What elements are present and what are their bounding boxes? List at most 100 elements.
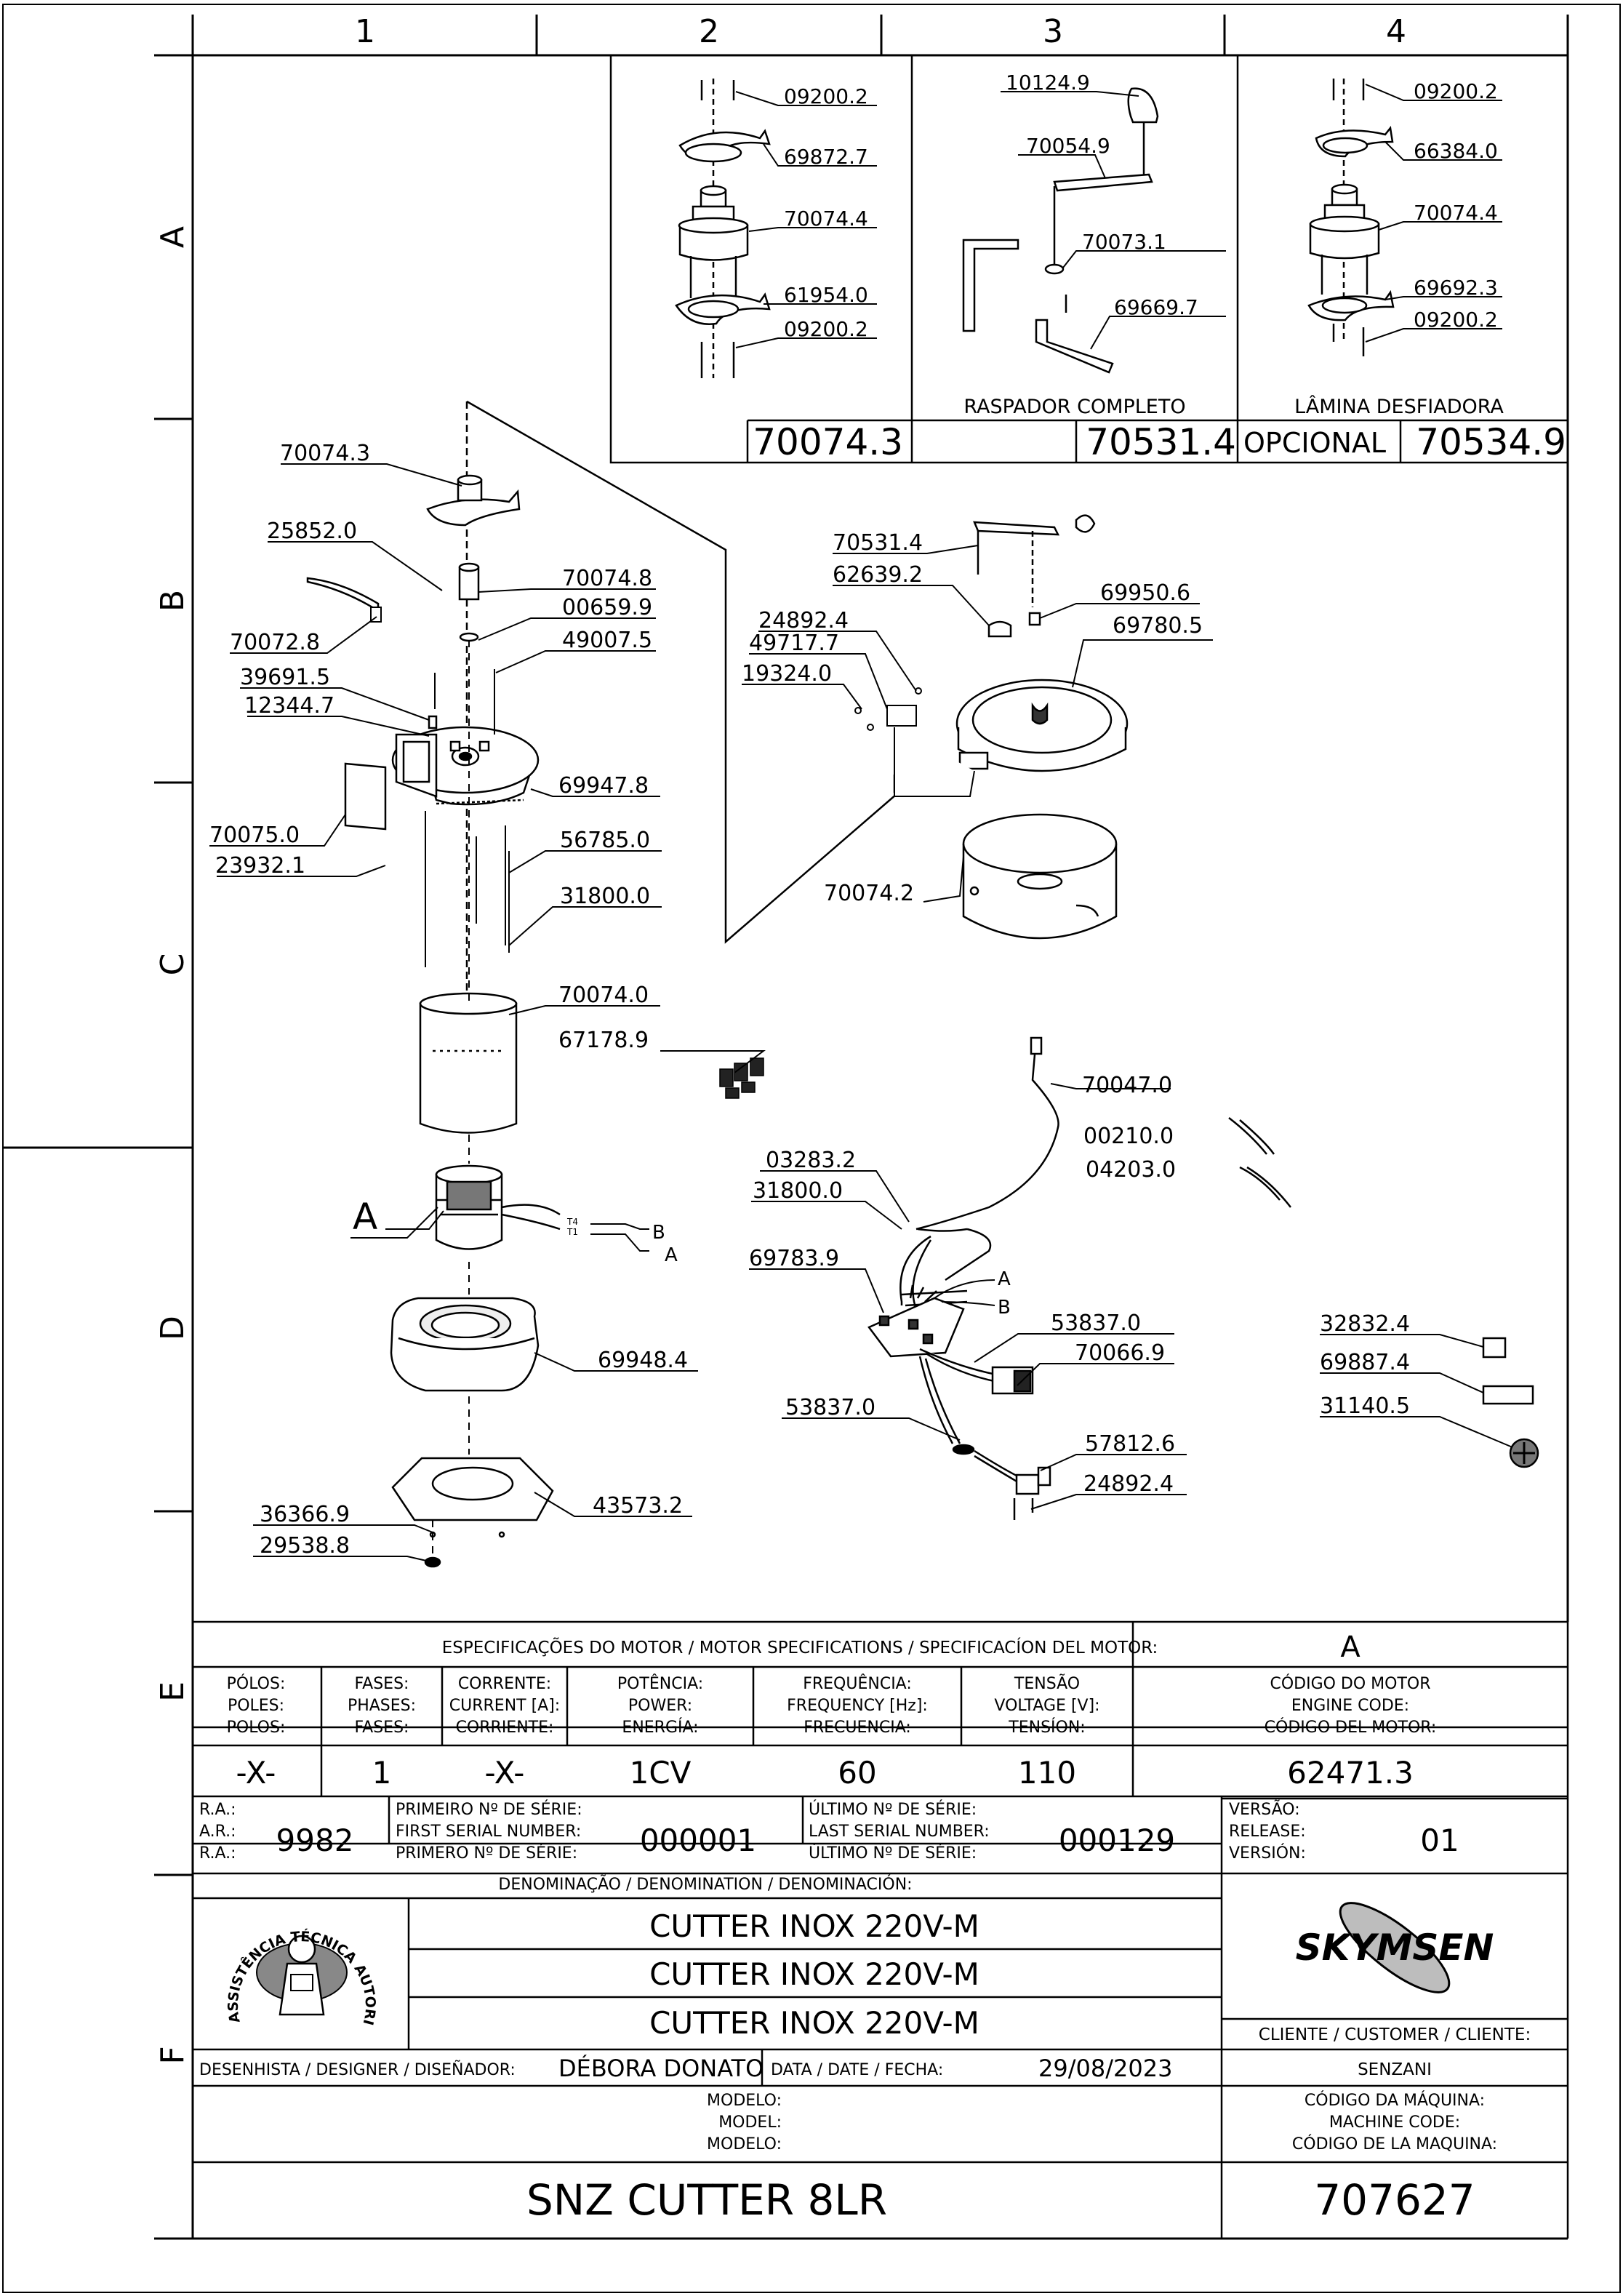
part-label: 69947.8 (558, 773, 649, 799)
kit2-part-labels: 10124.9 70054.9 70073.1 69669.7 (1006, 71, 1198, 319)
kit3-option-label: OPCIONAL (1243, 427, 1386, 459)
part-label: 09200.2 (1414, 308, 1498, 332)
serial-label: VERSIÓN: (1229, 1844, 1306, 1863)
part-label: 10124.9 (1006, 71, 1090, 95)
wire-label-b: B (652, 1222, 665, 1244)
motor-letter: A (1340, 1631, 1360, 1664)
part-label: 53837.0 (1051, 1311, 1141, 1336)
motor-top-plate (391, 715, 540, 806)
part-label: 70074.4 (784, 207, 868, 231)
part-label: 69783.9 (749, 1246, 839, 1271)
grid-row-f: F (154, 2046, 191, 2064)
model-label: MODELO: (707, 2092, 782, 2110)
grid-row-e: E (154, 1681, 191, 1702)
assembly-outline (465, 400, 924, 1004)
motor-housing (419, 992, 518, 1134)
part-label: 62639.2 (833, 562, 923, 588)
part-label: 25852.0 (267, 519, 357, 544)
model-label: MODELO: (707, 2135, 782, 2153)
customer-value: SENZANI (1358, 2060, 1432, 2079)
safety-switch (854, 687, 975, 797)
serial-row-labels: R.A.: A.R.: R.A.: PRIMEIRO Nº DE SÉRIE: … (199, 1799, 1306, 1863)
main-blade (426, 474, 521, 642)
part-label: 00659.9 (562, 595, 652, 620)
part-label: 70531.4 (833, 530, 923, 556)
spec-header: POTÊNCIA: (617, 1674, 703, 1693)
bowl (962, 813, 1118, 940)
part-label: 24892.4 (1083, 1471, 1174, 1497)
part-label: 70047.0 (1082, 1073, 1172, 1098)
grid-row-a: A (154, 226, 191, 248)
kit2-leaders (1001, 91, 1226, 350)
part-label: 69692.3 (1414, 276, 1498, 300)
serial-label: VERSÃO: (1229, 1799, 1300, 1819)
part-label: 53837.0 (785, 1395, 875, 1420)
grid-row-c: C (154, 953, 191, 976)
part-label: 70074.3 (280, 441, 370, 466)
designer-label: DESENHISTA / DESIGNER / DISEÑADOR: (199, 2060, 516, 2079)
wire-label-a: A (665, 1244, 678, 1266)
denomination-line: CUTTER INOX 220V-M (649, 1908, 979, 1944)
grid-col-2: 2 (699, 13, 719, 50)
spec-header: POLOS: (227, 1719, 286, 1737)
serial-value: 01 (1420, 1823, 1459, 1858)
machine-code-label: MACHINE CODE: (1329, 2113, 1460, 2132)
spring-arm-part (306, 577, 380, 616)
shield-plate-part (344, 762, 387, 831)
motor-spec-title: ESPECIFICAÇÕES DO MOTOR / MOTOR SPECIFIC… (442, 1636, 1158, 1657)
serial-label: R.A.: (199, 1801, 236, 1819)
kit1-blade-assembly (675, 79, 771, 378)
machine-code-value: 707627 (1314, 2175, 1475, 2225)
part-label: 70066.9 (1075, 1340, 1165, 1366)
serial-value: 000001 (640, 1823, 756, 1858)
kit2-scraper-assembly (962, 87, 1159, 374)
title-block-lines (193, 1620, 1569, 2239)
wire-label-t4: T4 (566, 1217, 578, 1227)
part-label: 32832.4 (1320, 1311, 1410, 1337)
control-board (867, 1284, 965, 1358)
right-leaders (742, 545, 1513, 1510)
part-label: 70073.1 (1082, 230, 1166, 254)
main-part-labels: 70074.3 25852.0 70074.8 00659.9 49007.5 … (209, 441, 1410, 1559)
serial-row-values: 9982 000001 000129 01 (276, 1823, 1459, 1858)
part-label: 70054.9 (1026, 134, 1110, 158)
part-label: 12344.7 (244, 693, 334, 719)
spec-header: VOLTAGE [V]: (994, 1697, 1099, 1715)
spec-value: 1 (372, 1755, 392, 1791)
serial-label: R.A.: (199, 1844, 236, 1863)
spec-value: 110 (1018, 1755, 1076, 1791)
part-label: 49007.5 (562, 628, 652, 653)
spec-header: TENSÃO (1014, 1673, 1080, 1693)
part-label: 70074.4 (1414, 201, 1498, 225)
part-label: 24892.4 (758, 608, 849, 633)
part-label: 09200.2 (1414, 79, 1498, 103)
spec-header: FRECUENCIA: (804, 1719, 911, 1737)
main-axis-lines (432, 640, 470, 1556)
serial-value: 000129 (1059, 1823, 1175, 1858)
spec-value: 1CV (630, 1755, 692, 1791)
spec-header: ENGINE CODE: (1291, 1697, 1409, 1715)
thermal-switch (1013, 1466, 1051, 1520)
spec-header: CÓDIGO DEL MOTOR: (1265, 1718, 1437, 1737)
kit1-leaders (735, 91, 877, 348)
grid-row-d: D (154, 1316, 191, 1340)
grid-col-3: 3 (1043, 13, 1063, 50)
kit-boxes-frame (609, 54, 1569, 464)
part-label: 04203.0 (1086, 1157, 1176, 1183)
plate-sticker-part (1482, 1385, 1534, 1405)
part-label: 31800.0 (753, 1178, 843, 1204)
part-label: 36366.9 (260, 1502, 350, 1527)
part-label: 69887.4 (1320, 1350, 1410, 1375)
part-label: 29538.8 (260, 1533, 350, 1559)
spec-header: CORRENTE: (458, 1675, 551, 1693)
machine-code-label: CÓDIGO DE LA MAQUINA: (1292, 2135, 1497, 2153)
serial-value: 9982 (276, 1823, 354, 1858)
brand-logo: SKYMSEN (1296, 1902, 1494, 1993)
date-value: 29/08/2023 (1038, 2055, 1172, 2082)
part-label: 69780.5 (1113, 613, 1203, 639)
part-label: 39691.5 (240, 665, 330, 690)
part-label: 70072.8 (230, 630, 320, 655)
arm-pin-part (370, 607, 382, 623)
serial-label: PRIMERO Nº DE SÉRIE: (396, 1844, 577, 1863)
